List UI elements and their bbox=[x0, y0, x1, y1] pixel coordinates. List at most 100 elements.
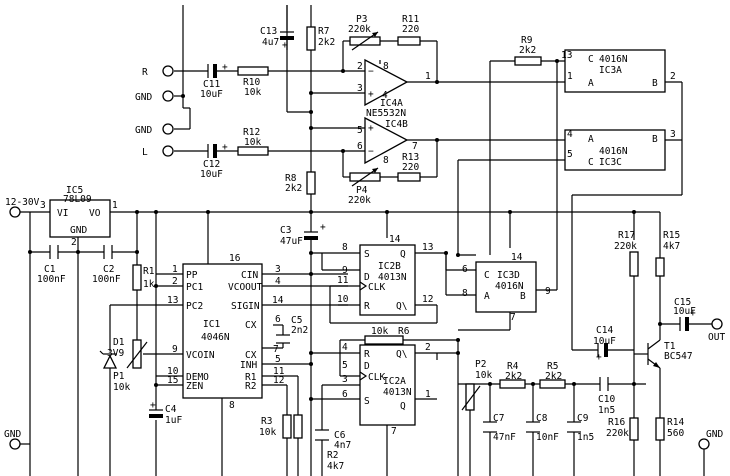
ic2a-pin-4: 4 bbox=[342, 342, 348, 353]
resistor-r4 bbox=[499, 379, 526, 389]
ic2b-box bbox=[359, 244, 416, 316]
ic3a-type: 4016N bbox=[599, 54, 628, 65]
potentiometers bbox=[126, 31, 481, 411]
value-c11: 10uF bbox=[200, 89, 223, 100]
capacitor-c1 bbox=[49, 245, 59, 259]
ic2b-clk: CLK bbox=[368, 282, 385, 293]
ic1-right-label-vcoout: VCOOUT bbox=[228, 282, 263, 293]
value-c12: 10uF bbox=[200, 169, 223, 180]
svg-text:+: + bbox=[596, 352, 602, 363]
ic1-right-pin-6: 6 bbox=[275, 314, 281, 325]
ic5-vi: VI bbox=[57, 208, 68, 219]
value-c4: 1uF bbox=[165, 415, 182, 426]
label-r1: R1 bbox=[143, 266, 155, 277]
diode-d1 bbox=[99, 350, 118, 369]
ic3d-name: IC3D bbox=[497, 270, 520, 281]
terminal-gnd-1 bbox=[162, 90, 174, 102]
transistor-t1 bbox=[647, 339, 661, 369]
resistor-r2 bbox=[293, 414, 303, 439]
capacitor-c7 bbox=[483, 421, 497, 433]
ic2a-d: D bbox=[364, 361, 370, 372]
terminals bbox=[9, 65, 723, 450]
ic5-regulator bbox=[49, 199, 111, 238]
label-c8: C8 bbox=[536, 413, 548, 424]
label-t1: T1 bbox=[664, 341, 676, 352]
ic1-left-pin-15: 15 bbox=[167, 375, 178, 386]
ic1-type: 4046N bbox=[201, 332, 230, 343]
value-r2: 4k7 bbox=[327, 461, 344, 472]
value-r14: 560 bbox=[667, 428, 684, 439]
ic4-pin-2: 2 bbox=[357, 61, 363, 72]
label-c3: C3 bbox=[280, 225, 291, 236]
ic2a-r: R bbox=[364, 349, 370, 360]
ic1-right-pin-3: 3 bbox=[275, 264, 281, 275]
label-r17: R17 bbox=[618, 230, 635, 241]
label-c14: C14 bbox=[596, 325, 613, 336]
resistor-r15 bbox=[655, 257, 665, 277]
value-r3: 10k bbox=[259, 427, 276, 438]
ic5-type: 78L09 bbox=[63, 194, 92, 205]
label-r5: R5 bbox=[547, 361, 558, 372]
ic1-right-pin-7: 7 bbox=[273, 344, 279, 355]
ic1-right-label-cx2: CX bbox=[245, 350, 257, 361]
svg-text:+: + bbox=[368, 89, 374, 100]
label-r14: R14 bbox=[667, 417, 684, 428]
svg-text:+: + bbox=[282, 40, 288, 51]
opamp-ic4b bbox=[364, 116, 409, 165]
ic2b-pin-13: 13 bbox=[422, 242, 433, 253]
capacitor-c3 bbox=[304, 231, 318, 240]
ic4-pin-1: 1 bbox=[425, 71, 431, 82]
resistor-r1 bbox=[132, 264, 142, 291]
value-c8: 10nF bbox=[536, 432, 559, 443]
label-c9: C9 bbox=[577, 413, 589, 424]
svg-text:+: + bbox=[150, 400, 156, 411]
labels: R GND GND L 12-30V GND GND OUT C13 4u7 R… bbox=[4, 14, 725, 472]
ic3d-type: 4016N bbox=[495, 281, 524, 292]
label-c1: C1 bbox=[44, 264, 56, 275]
ic3c-box bbox=[564, 129, 666, 171]
terminal-gnd-left bbox=[9, 438, 21, 450]
value-r8: 2k2 bbox=[285, 183, 302, 194]
ic4a-type: NE5532N bbox=[366, 108, 406, 119]
value-r1: 1k bbox=[143, 279, 155, 290]
ic1-box bbox=[182, 263, 263, 399]
ic4-pin-6: 6 bbox=[357, 141, 363, 152]
ic5-pin-1: 1 bbox=[112, 200, 118, 211]
svg-text:+: + bbox=[222, 62, 228, 73]
value-p3: 220k bbox=[348, 24, 371, 35]
value-r5: 2k2 bbox=[545, 371, 562, 382]
svg-text:−: − bbox=[368, 146, 374, 157]
value-r7: 2k2 bbox=[318, 37, 335, 48]
capacitor-c8 bbox=[526, 421, 540, 433]
label-c11: C11 bbox=[203, 79, 220, 90]
label-r8: R8 bbox=[285, 173, 297, 184]
ic2b-qn: Q\ bbox=[396, 301, 407, 312]
ic3a-b: B bbox=[652, 78, 658, 89]
terminal-out bbox=[711, 318, 723, 330]
ic1-left-label-demo: DEMO bbox=[186, 372, 209, 383]
ic1-left-label-pc2: PC2 bbox=[186, 301, 203, 312]
svg-text:+: + bbox=[690, 308, 696, 319]
ic1-right-label-r2: R2 bbox=[245, 381, 256, 392]
label-c7: C7 bbox=[493, 413, 504, 424]
label-r6: R6 bbox=[398, 326, 410, 337]
label-r15: R15 bbox=[663, 230, 680, 241]
label-c15: C15 bbox=[674, 297, 691, 308]
capacitor-c13 bbox=[280, 31, 294, 50]
ic4b-name: IC4B bbox=[385, 119, 408, 130]
capacitor-c10 bbox=[599, 377, 609, 391]
value-c7: 47nF bbox=[493, 432, 516, 443]
value-r15: 4k7 bbox=[663, 241, 680, 252]
value-r11: 220 bbox=[402, 24, 419, 35]
ic2b-pin-14: 14 bbox=[389, 234, 401, 245]
ic1-right-label-inh: INH bbox=[240, 360, 257, 371]
opamp-signs: − + + − + + + + + + + bbox=[150, 40, 696, 411]
ic4-pin-4: 4 bbox=[382, 90, 388, 101]
capacitor-c5 bbox=[276, 334, 290, 344]
ic2b-pin-12: 12 bbox=[422, 294, 433, 305]
label-gnd-1: GND bbox=[135, 92, 152, 103]
resistor-r17 bbox=[629, 251, 639, 277]
ic1-left-pin-13: 13 bbox=[167, 295, 178, 306]
ic1-left-label-pc1: PC1 bbox=[186, 282, 203, 293]
ic5-pin-3: 3 bbox=[40, 200, 46, 211]
